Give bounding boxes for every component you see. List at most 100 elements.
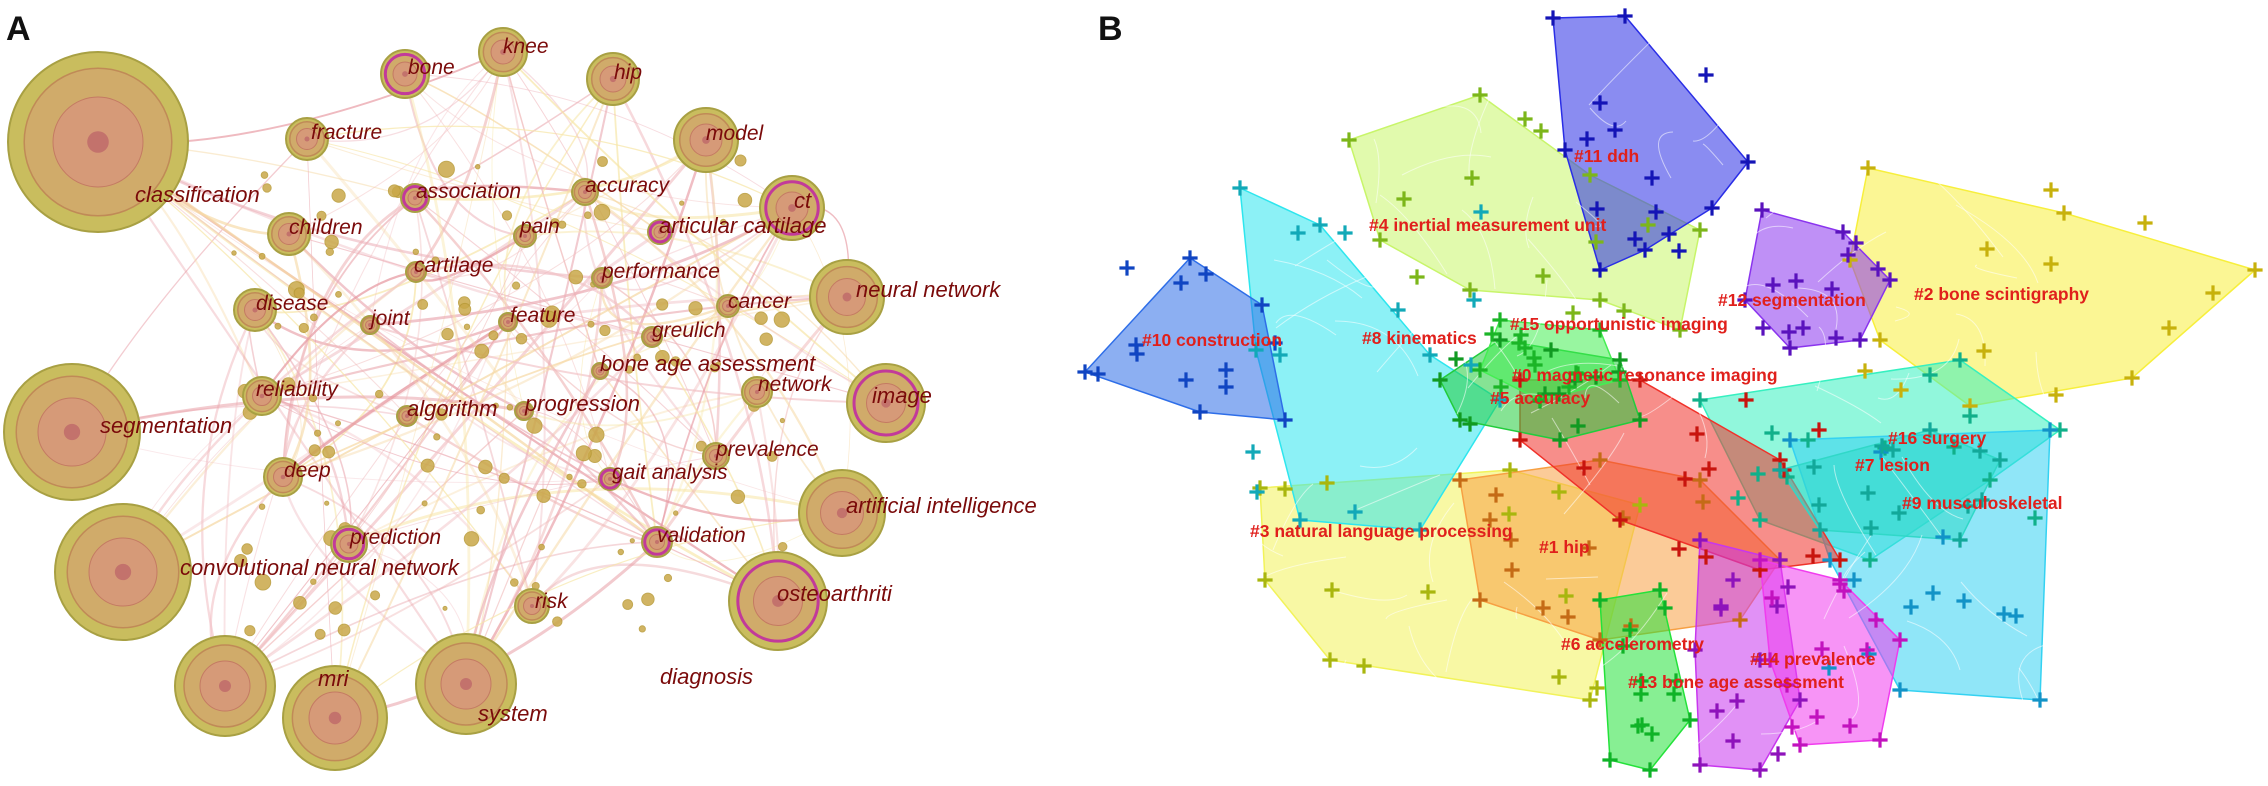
member-marker — [2042, 422, 2058, 438]
cluster-label-9: #9 musculoskeletal — [1902, 493, 2063, 513]
member-marker — [1792, 737, 1808, 753]
keyword-node — [513, 224, 537, 248]
cluster-link — [1974, 264, 2018, 279]
network-link — [612, 78, 658, 543]
keyword-node — [641, 526, 673, 558]
member-marker — [2124, 370, 2140, 386]
member-marker — [1558, 588, 1574, 604]
member-marker — [1192, 404, 1208, 420]
network-link — [524, 230, 848, 298]
member-marker — [1463, 357, 1479, 373]
keyword-node — [478, 27, 528, 77]
member-marker — [1560, 609, 1576, 625]
cluster-link — [1385, 599, 1448, 620]
network-link — [502, 51, 589, 193]
minor-node — [412, 248, 419, 256]
cluster-link — [1408, 625, 1471, 700]
keyword-node — [242, 376, 282, 416]
network-link — [584, 191, 844, 514]
cluster-link — [2018, 644, 2046, 702]
minor-node — [337, 623, 351, 637]
minor-node — [474, 343, 490, 359]
label-bone: bone — [408, 56, 455, 79]
node-center — [63, 423, 81, 441]
member-marker — [1420, 584, 1436, 600]
member-marker — [1615, 638, 1631, 654]
label-risk: risk — [535, 590, 569, 613]
member-marker — [2027, 510, 2043, 526]
member-marker — [1292, 512, 1308, 528]
member-marker — [1588, 369, 1604, 385]
member-marker — [2032, 692, 2048, 708]
cluster-link — [1886, 722, 1956, 753]
keyword-node — [586, 52, 640, 106]
keyword-node — [673, 107, 739, 173]
label-hip: hip — [614, 61, 642, 84]
minor-node — [435, 408, 448, 421]
member-marker — [1565, 305, 1581, 321]
minor-node — [433, 433, 441, 441]
member-marker — [1698, 67, 1714, 83]
cluster-link — [1527, 238, 1589, 324]
keyword-node — [514, 401, 534, 421]
network-link — [223, 139, 708, 687]
member-marker — [1893, 382, 1909, 398]
cluster-link — [1816, 326, 1827, 392]
member-marker — [1592, 262, 1608, 278]
node-center — [368, 323, 372, 327]
minor-node — [458, 302, 472, 316]
member-marker — [1218, 362, 1234, 378]
member-marker — [1692, 757, 1708, 773]
member-marker — [1709, 703, 1725, 719]
network-link — [348, 197, 423, 545]
member-marker — [1504, 562, 1520, 578]
cluster-link — [1275, 276, 1367, 329]
keyword-node — [641, 326, 663, 348]
cluster-link — [2007, 59, 2086, 93]
minor-node — [420, 458, 435, 473]
node-center — [506, 320, 510, 324]
network-link — [97, 141, 843, 514]
member-marker — [1770, 746, 1786, 762]
keyword-node — [360, 315, 380, 335]
panel-b-letter: B — [1098, 10, 1123, 48]
member-marker — [1448, 351, 1464, 367]
member-marker — [1882, 272, 1898, 288]
network-link — [791, 207, 851, 514]
member-marker — [1682, 712, 1698, 728]
minor-node — [328, 601, 342, 615]
member-marker — [1396, 191, 1412, 207]
member-marker — [1512, 372, 1528, 388]
keyword-node — [233, 288, 277, 332]
cluster-label-15: #15 opportunistic imaging — [1510, 314, 1728, 334]
member-marker — [2056, 205, 2072, 221]
minor-node — [437, 160, 455, 178]
cluster-link — [1468, 96, 1491, 188]
member-marker — [1648, 204, 1664, 220]
member-marker — [1267, 335, 1283, 351]
member-marker — [1956, 593, 1972, 609]
node-center — [259, 393, 265, 399]
label-classification: classification — [135, 182, 260, 207]
member-marker — [1795, 320, 1811, 336]
member-marker — [1372, 232, 1388, 248]
network-link — [224, 321, 509, 687]
label-ai: artificial intelligence — [846, 493, 1037, 518]
member-marker — [2043, 256, 2059, 272]
node-center — [346, 541, 352, 547]
member-marker — [1257, 572, 1273, 588]
member-marker — [2048, 387, 2064, 403]
cluster-link — [1334, 320, 1419, 377]
node-center — [523, 234, 527, 238]
member-marker — [1637, 242, 1653, 258]
network-link — [369, 51, 504, 326]
network-link — [224, 191, 586, 687]
member-marker — [1198, 266, 1214, 282]
minor-node — [324, 500, 330, 506]
cluster-link — [1656, 46, 1731, 125]
minor-node — [310, 578, 317, 585]
member-marker — [1632, 372, 1648, 388]
member-marker — [1784, 719, 1800, 735]
cluster-link — [1326, 259, 1380, 288]
node-center — [500, 49, 506, 55]
